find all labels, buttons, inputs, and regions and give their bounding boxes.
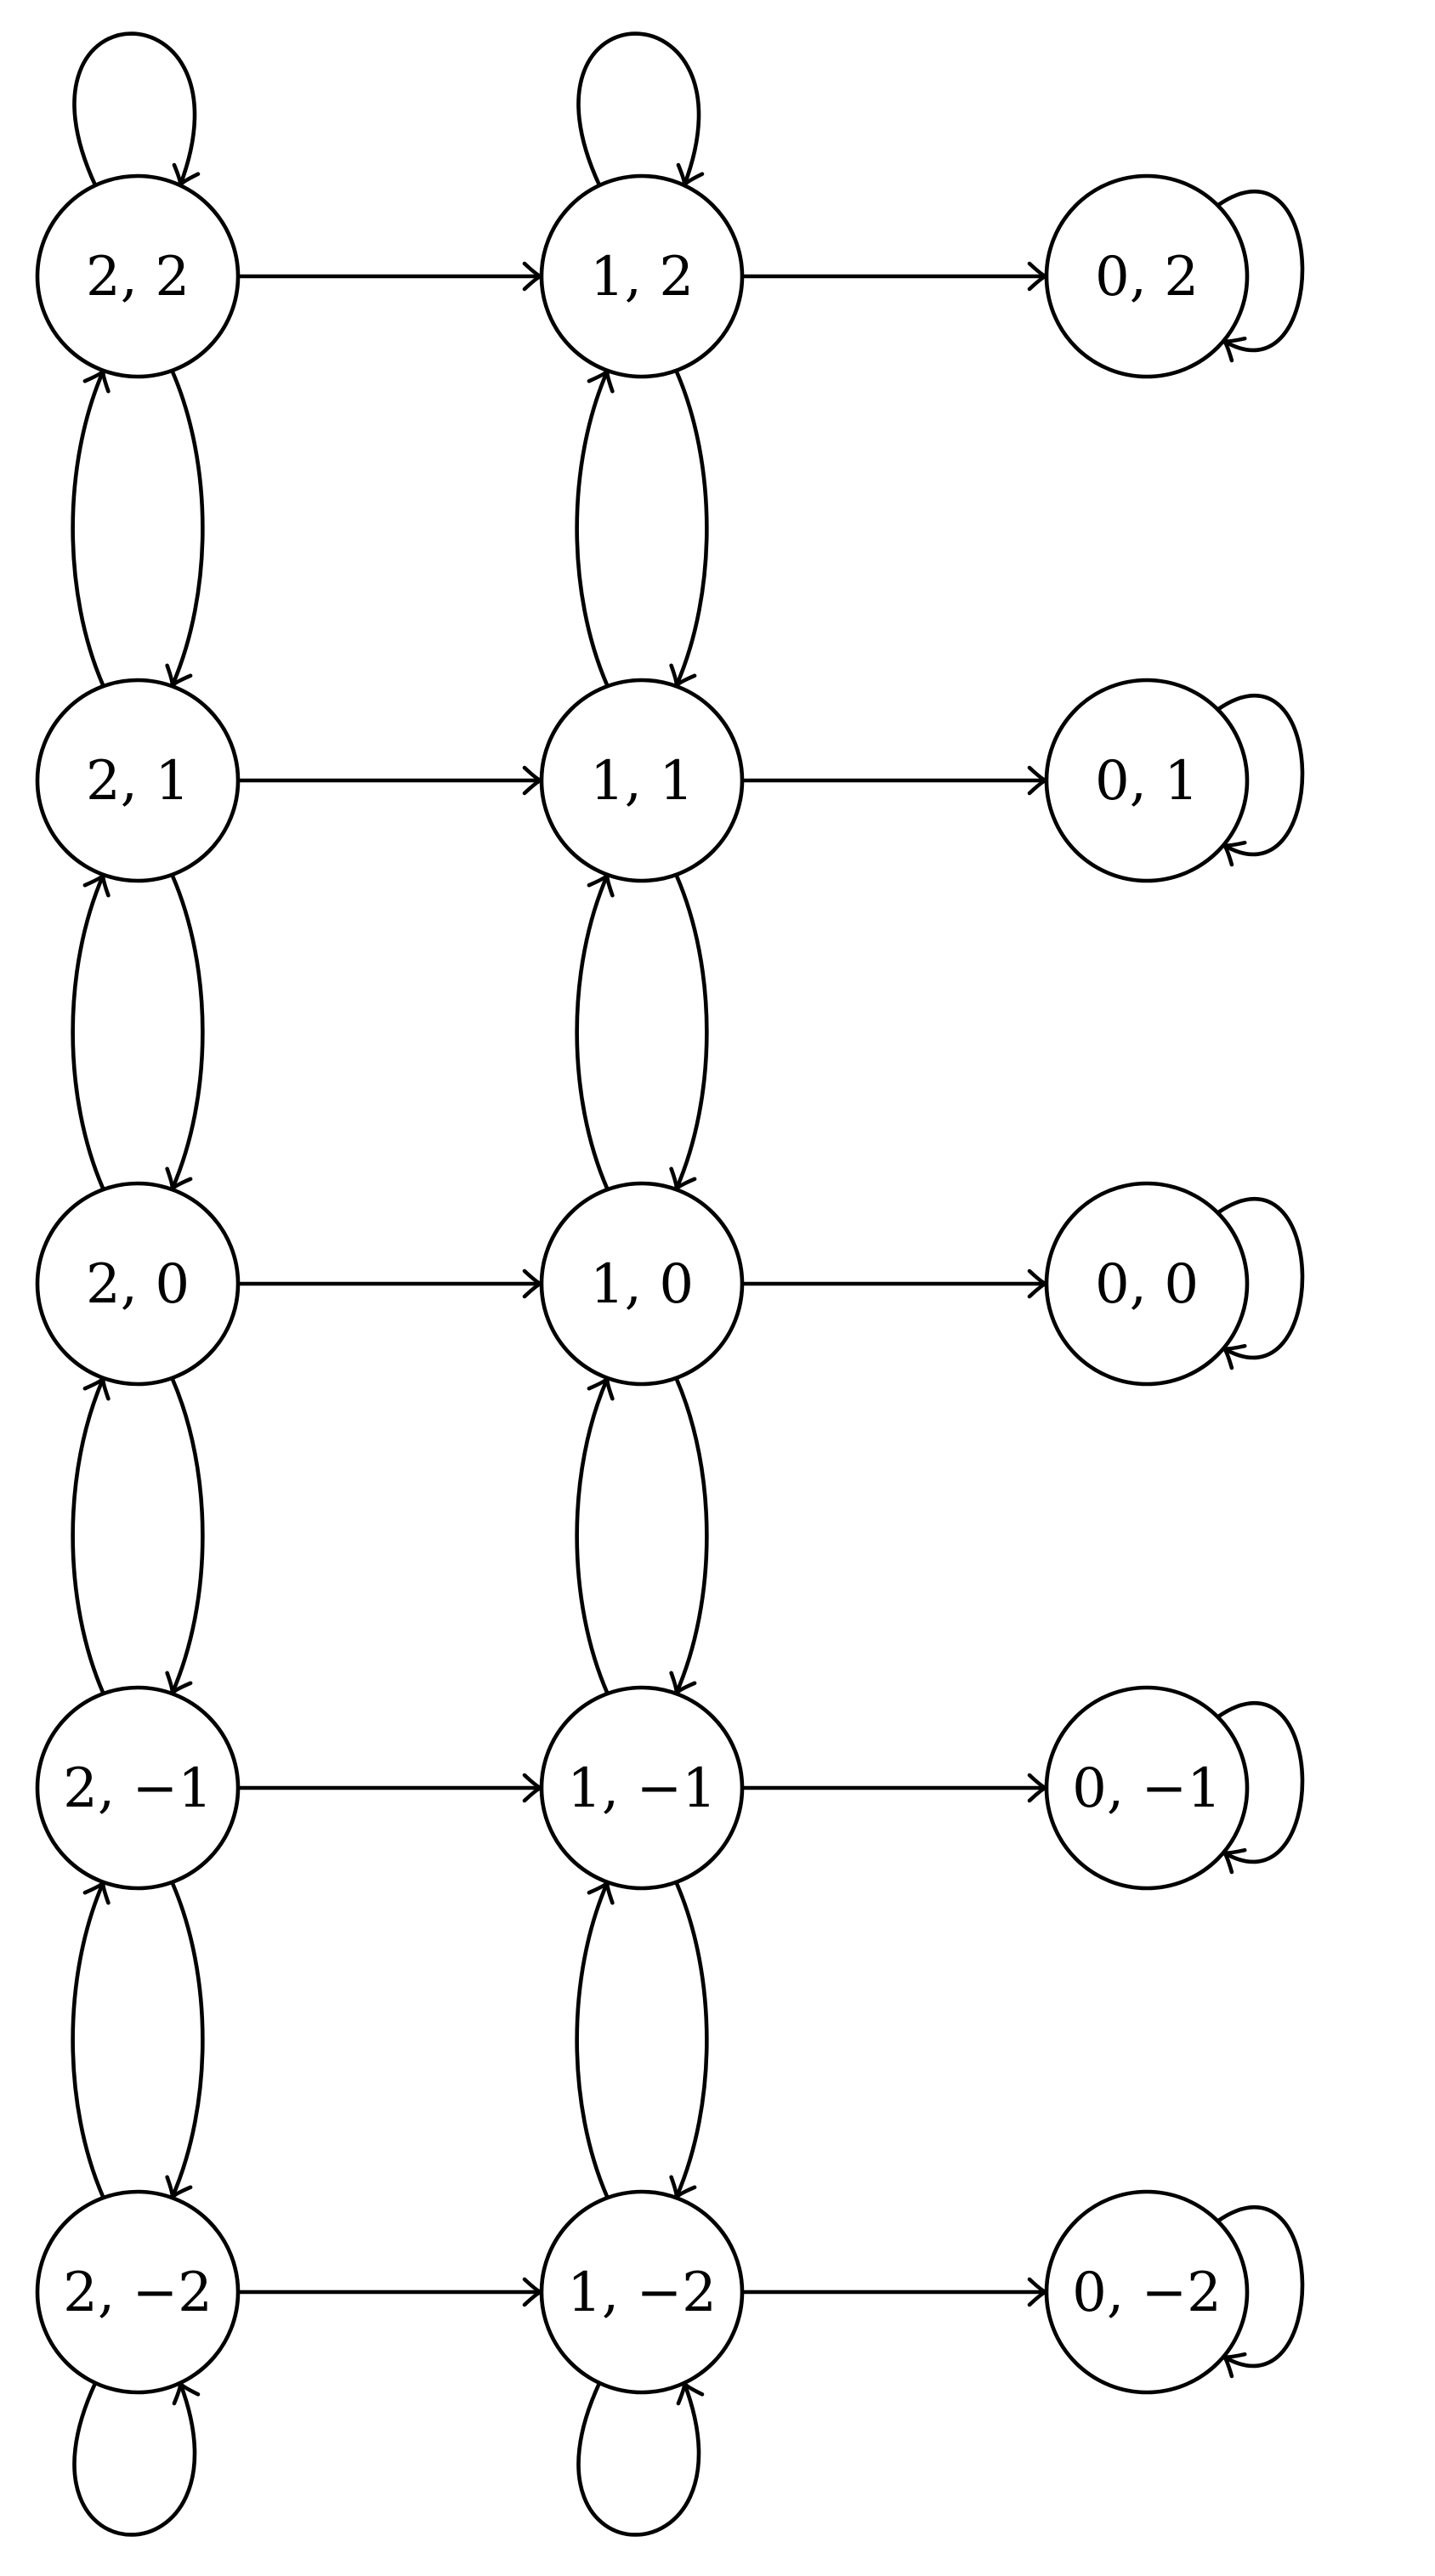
edge-0_1-to-0_1-self-loop bbox=[1216, 693, 1305, 857]
state-node-circle bbox=[35, 1685, 241, 1891]
edge-0_0-to-0_0-self-loop bbox=[1216, 1196, 1305, 1360]
state-node-circle bbox=[1044, 1181, 1250, 1387]
state-node-0_2: 0, 2 bbox=[1044, 173, 1250, 379]
edge-1_-1-to-1_-2 bbox=[674, 1880, 709, 2200]
state-node-label: 1, −1 bbox=[567, 1757, 717, 1820]
edge-1_-2-to-1_-2-self-loop bbox=[576, 2380, 701, 2537]
state-node-circle bbox=[1044, 678, 1250, 883]
edge-1_1-to-1_0 bbox=[674, 872, 709, 1192]
state-node-2_2: 2, 2 bbox=[35, 173, 241, 379]
edge-0_-1-to-0_-1-self-loop bbox=[1216, 1700, 1305, 1864]
state-node-label: 1, −2 bbox=[567, 2261, 717, 2324]
edge-2_-2-to-2_-2-self-loop bbox=[72, 2380, 197, 2537]
edge-2_1-to-2_0 bbox=[170, 872, 205, 1192]
state-node-1_1: 1, 1 bbox=[539, 678, 745, 883]
edge-2_-1-to-2_-2 bbox=[170, 1880, 205, 2200]
state-node-2_-1: 2, −1 bbox=[35, 1685, 241, 1891]
state-node-2_0: 2, 0 bbox=[35, 1181, 241, 1387]
state-node-circle bbox=[539, 678, 745, 883]
state-node-2_1: 2, 1 bbox=[35, 678, 241, 883]
edge-1_-2-to-1_-1 bbox=[575, 1880, 610, 2200]
edge-2_-1-to-2_0 bbox=[71, 1376, 105, 1696]
state-node-label: 0, −2 bbox=[1072, 2261, 1222, 2324]
nodes-layer: 2, 2 1, 2 0, 2 2, 1 1, 1 0, 1 2, 0 1, 0 0, 0 2, −… bbox=[35, 173, 1250, 2395]
state-node-label: 2, 2 bbox=[86, 246, 190, 309]
edge-1_2-to-1_1 bbox=[674, 368, 709, 689]
edge-0_-2-to-0_-2-self-loop bbox=[1216, 2204, 1305, 2369]
state-node-2_-2: 2, −2 bbox=[35, 2189, 241, 2395]
edge-1_0-to-1_-1 bbox=[674, 1376, 709, 1696]
edge-2_0-to-2_1 bbox=[71, 872, 105, 1192]
state-node-1_-1: 1, −1 bbox=[539, 1685, 745, 1891]
edge-0_2-to-0_2-self-loop bbox=[1216, 189, 1305, 353]
state-node-label: 1, 2 bbox=[590, 246, 694, 309]
edge-2_2-to-2_1 bbox=[170, 368, 205, 689]
state-node-circle bbox=[539, 1181, 745, 1387]
state-node-0_1: 0, 1 bbox=[1044, 678, 1250, 883]
state-node-circle bbox=[539, 173, 745, 379]
state-node-circle bbox=[1044, 2189, 1250, 2395]
edge-2_1-to-2_2 bbox=[71, 368, 105, 689]
edge-2_0-to-2_-1 bbox=[170, 1376, 205, 1696]
edge-1_1-to-1_2 bbox=[575, 368, 610, 689]
edges-layer bbox=[71, 31, 1305, 2537]
state-node-label: 2, 1 bbox=[86, 750, 190, 813]
state-node-circle bbox=[1044, 1685, 1250, 1891]
state-node-circle bbox=[539, 2189, 745, 2395]
state-node-label: 2, −1 bbox=[63, 1757, 213, 1820]
state-node-label: 0, 0 bbox=[1095, 1253, 1199, 1316]
edge-1_2-to-1_2-self-loop bbox=[576, 31, 701, 188]
state-node-label: 2, 0 bbox=[86, 1253, 190, 1316]
state-node-circle bbox=[35, 173, 241, 379]
edge-2_-2-to-2_-1 bbox=[71, 1880, 105, 2200]
state-node-label: 1, 1 bbox=[590, 750, 694, 813]
state-node-circle bbox=[35, 2189, 241, 2395]
state-node-circle bbox=[35, 1181, 241, 1387]
state-node-label: 2, −2 bbox=[63, 2261, 213, 2324]
state-node-label: 0, 1 bbox=[1095, 750, 1199, 813]
edge-2_2-to-2_2-self-loop bbox=[72, 31, 197, 188]
state-node-0_-2: 0, −2 bbox=[1044, 2189, 1250, 2395]
state-node-circle bbox=[35, 678, 241, 883]
state-node-0_0: 0, 0 bbox=[1044, 1181, 1250, 1387]
state-node-label: 0, 2 bbox=[1095, 246, 1199, 309]
edge-1_-1-to-1_0 bbox=[575, 1376, 610, 1696]
state-node-label: 0, −1 bbox=[1072, 1757, 1222, 1820]
state-node-circle bbox=[539, 1685, 745, 1891]
state-node-1_-2: 1, −2 bbox=[539, 2189, 745, 2395]
edge-1_0-to-1_1 bbox=[575, 872, 610, 1192]
state-node-label: 1, 0 bbox=[590, 1253, 694, 1316]
state-node-circle bbox=[1044, 173, 1250, 379]
state-node-1_0: 1, 0 bbox=[539, 1181, 745, 1387]
state-node-1_2: 1, 2 bbox=[539, 173, 745, 379]
state-node-0_-1: 0, −1 bbox=[1044, 1685, 1250, 1891]
